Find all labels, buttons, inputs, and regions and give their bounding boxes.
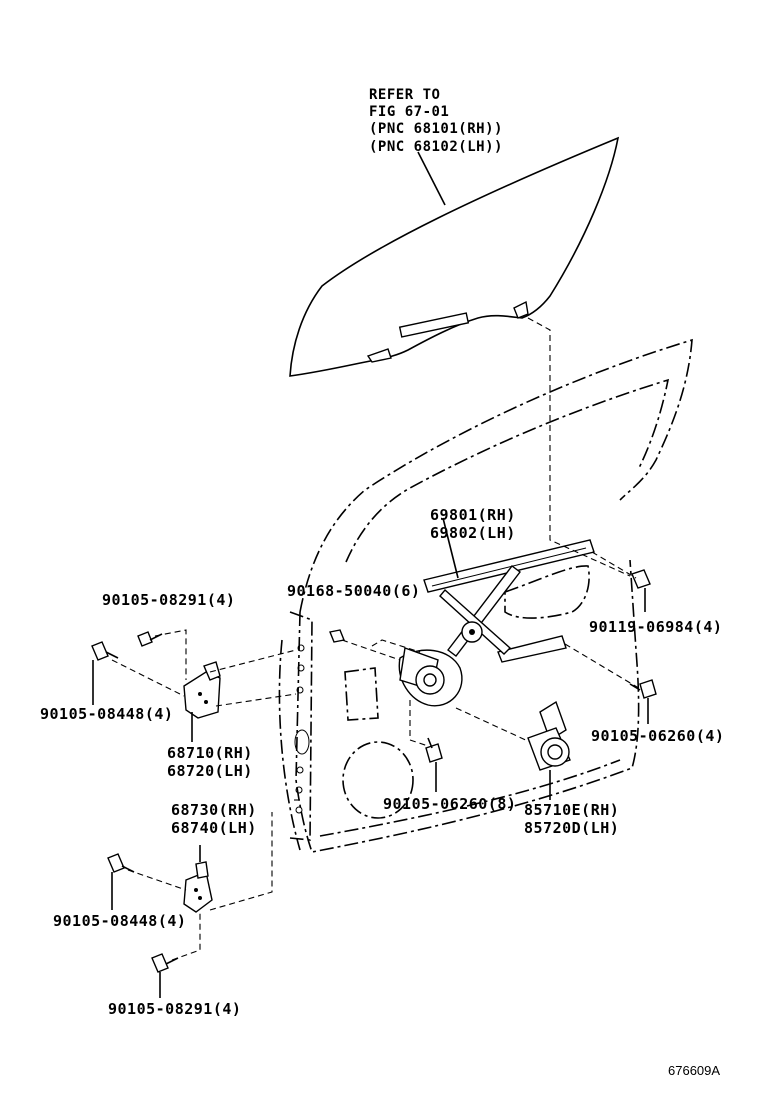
label-hinge-lower-lh: 68740(LH) (171, 819, 257, 837)
label-bolt-06260-center: 90105-06260(8) (383, 795, 517, 813)
leader-lines (92, 317, 649, 998)
label-hinge-upper-lh: 68720(LH) (167, 762, 253, 780)
label-bolt-06260-right: 90105-06260(4) (591, 727, 725, 745)
label-bolt-08448-bottom: 90105-08448(4) (53, 912, 187, 930)
label-bolt-90168: 90168-50040(6) (287, 582, 421, 600)
door-panel-icon (278, 338, 693, 853)
window-regulator-icon (398, 517, 595, 707)
regulator-motor-icon (527, 700, 571, 800)
label-hinge-lower-rh: 68730(RH) (171, 801, 257, 819)
bolt-icon (91, 569, 657, 973)
label-motor-rh: 85710E(RH) (524, 801, 620, 819)
label-hinge-upper-rh: 68710(RH) (167, 744, 253, 762)
label-motor-lh: 85720D(LH) (524, 819, 620, 837)
refer-line-1: REFER TO (369, 87, 441, 103)
label-bolt-08291-top: 90105-08291(4) (102, 591, 236, 609)
diagram-code: 676609A (668, 1063, 721, 1078)
label-bolt-90119: 90119-06984(4) (589, 618, 723, 636)
hinge-icon (183, 661, 221, 913)
refer-line-4: (PNC 68102(LH)) (369, 139, 503, 155)
label-bolt-08448-top: 90105-08448(4) (40, 705, 174, 723)
label-bolt-08291-bottom: 90105-08291(4) (108, 1000, 242, 1018)
refer-line-2: FIG 67-01 (369, 104, 450, 120)
refer-line-3: (PNC 68101(RH)) (369, 121, 503, 137)
window-glass-icon (289, 136, 620, 377)
label-regulator-rh: 69801(RH) (430, 506, 516, 524)
label-regulator-lh: 69802(LH) (430, 524, 516, 542)
